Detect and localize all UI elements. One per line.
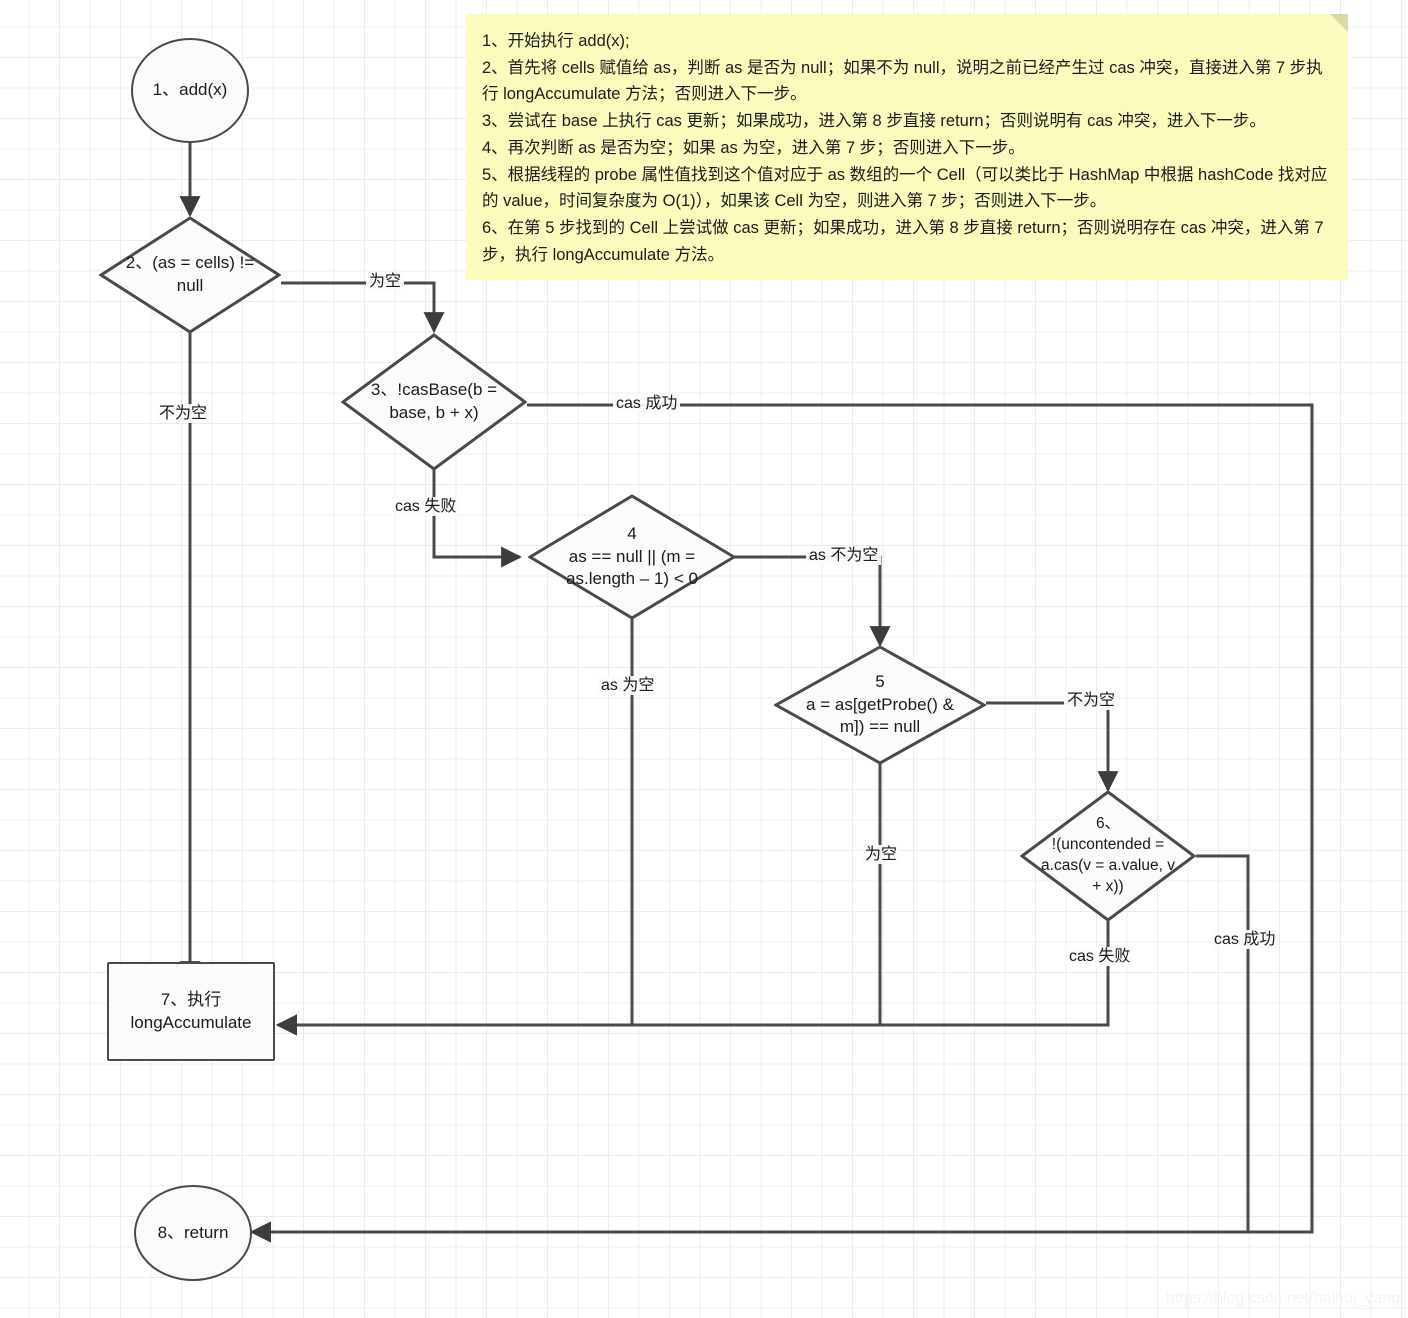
diamond-shape <box>774 645 986 765</box>
node-label: 1、add(x) <box>152 80 228 100</box>
edge-n4-n7 <box>275 605 634 1036</box>
node-add-x[interactable]: 1、add(x) <box>131 38 249 143</box>
node-longaccumulate[interactable]: 7、执行 longAccumulate <box>107 962 275 1061</box>
annotation-note: 1、开始执行 add(x); 2、首先将 cells 赋值给 as，判断 as … <box>466 14 1348 281</box>
node-label: 7、执行 longAccumulate <box>130 989 252 1032</box>
edge-label-n4-n7: as 为空 <box>598 676 658 696</box>
node-cell-null-check[interactable]: 5 a = as[getProbe() & m]) == null <box>774 645 986 765</box>
node-label: 8、return <box>157 1222 229 1242</box>
node-label: 5 a = as[getProbe() & m]) == null <box>806 671 954 737</box>
note-line: 2、首先将 cells 赋值给 as，判断 as 是否为 null；如果不为 n… <box>482 58 1323 104</box>
edge-label-n6-n8: cas 成功 <box>1211 930 1279 950</box>
note-line: 5、根据线程的 probe 属性值找到这个值对应于 as 数组的一个 Cell（… <box>482 165 1328 211</box>
edge-label-n5-n6: 不为空 <box>1064 691 1119 711</box>
edge-label-n6-n7: cas 失败 <box>1066 947 1134 967</box>
node-cells-null-check[interactable]: 2、(as = cells) != null <box>99 216 281 334</box>
edge-label-n3-n4: cas 失败 <box>392 497 460 517</box>
edge-label-n5-n7: 为空 <box>862 845 901 865</box>
node-label: 4 as == null || (m = as.length – 1) < 0 <box>566 523 698 589</box>
note-line: 6、在第 5 步找到的 Cell 上尝试做 cas 更新；如果成功，进入第 8 … <box>482 219 1324 264</box>
note-line: 1、开始执行 add(x); <box>482 32 630 50</box>
node-return[interactable]: 8、return <box>134 1185 252 1281</box>
edge-label-n4-n5: as 不为空 <box>806 546 882 566</box>
diamond-shape <box>99 216 281 334</box>
edge-n6-n8 <box>249 854 1250 1243</box>
edge-n5-n7 <box>275 762 882 1036</box>
diamond-shape <box>1020 790 1196 922</box>
edge-label-n2-n3: 为空 <box>366 272 405 292</box>
edge-label-n2-n7: 不为空 <box>156 404 211 424</box>
note-line: 3、尝试在 base 上执行 cas 更新；如果成功，进入第 8 步直接 ret… <box>482 112 1266 131</box>
diamond-shape <box>341 333 527 471</box>
edge-label-n3-n8: cas 成功 <box>613 394 681 414</box>
node-label: 3、!casBase(b = base, b + x) <box>370 380 498 422</box>
node-casbase-check[interactable]: 3、!casBase(b = base, b + x) <box>341 333 527 471</box>
edge-n6-n7 <box>275 920 1110 1036</box>
node-as-length-check[interactable]: 4 as == null || (m = as.length – 1) < 0 <box>528 494 736 620</box>
edge-n2-n3 <box>281 281 445 334</box>
node-label: 6、 !(uncontended = a.cas(v = a.value, v … <box>1041 815 1175 895</box>
diamond-shape <box>528 494 736 620</box>
edge-n5-n6 <box>986 701 1119 793</box>
node-uncontended-cas-check[interactable]: 6、 !(uncontended = a.cas(v = a.value, v … <box>1020 790 1196 922</box>
node-label: 2、(as = cells) != null <box>125 253 255 295</box>
note-fold-icon <box>1330 14 1348 32</box>
watermark: https://blog.csdn.net/haihui_yang <box>1166 1290 1400 1307</box>
note-line: 4、再次判断 as 是否为空；如果 as 为空，进入第 7 步；否则进入下一步。 <box>482 138 1025 157</box>
edge-n4-n5 <box>735 555 891 648</box>
